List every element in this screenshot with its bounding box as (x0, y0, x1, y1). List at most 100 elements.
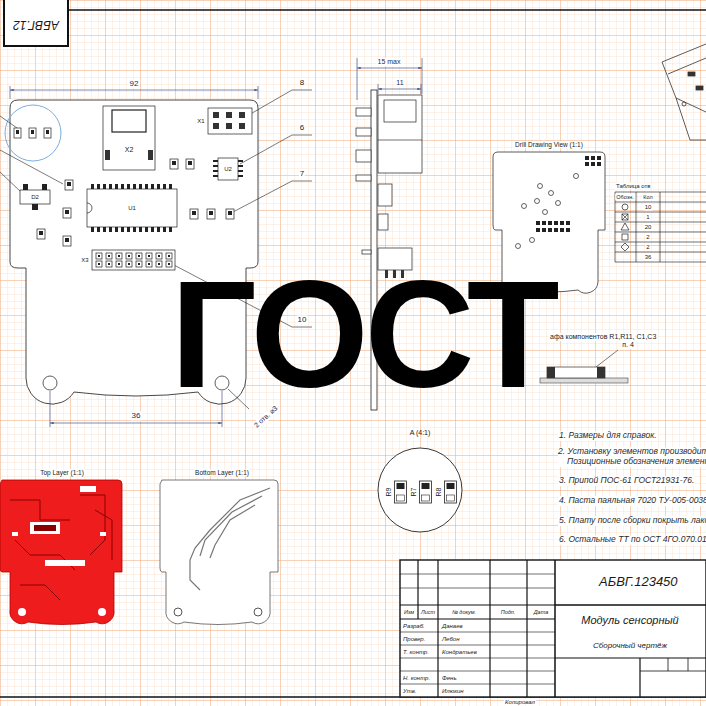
table-cell: 36 (644, 254, 653, 261)
part-name: U1 (127, 205, 137, 212)
component-outline (65, 210, 69, 214)
top-layer-view (10, 500, 70, 520)
component-outline (112, 110, 146, 132)
dimension-line (10, 90, 258, 91)
drill-symbol (549, 191, 554, 196)
drill-symbol (556, 201, 561, 206)
top-layer-view (98, 608, 106, 616)
component-outline (157, 184, 160, 189)
component-outline (23, 184, 28, 190)
part-name: X2 (124, 146, 135, 154)
drill-symbol (560, 221, 564, 225)
component-outline (118, 263, 120, 265)
drill-symbol (536, 221, 540, 225)
top-layer-view (80, 486, 96, 492)
bottom-layer-view (210, 505, 255, 558)
isometric-view (662, 44, 706, 140)
view-title: Top Layer (1:1) (39, 469, 85, 476)
bottom-layer-view (190, 560, 200, 590)
side-view (378, 140, 422, 141)
dimension-line (50, 423, 222, 424)
component-outline (133, 227, 136, 232)
component-height-view (597, 367, 605, 378)
title-block (400, 574, 555, 575)
drawing-code: АБВГ.123450 (598, 575, 679, 590)
title-block (555, 604, 706, 606)
title-block-cell: Разраб. (402, 622, 426, 629)
title-block (640, 671, 706, 672)
table-cell: 10 (644, 204, 653, 211)
component-outline (192, 211, 196, 215)
hole-table (615, 242, 706, 243)
component-outline (207, 209, 215, 219)
title-block (668, 658, 669, 671)
component-outline (133, 184, 136, 189)
component-outline (108, 255, 110, 257)
component-outline (91, 184, 94, 189)
dimension: 36 (131, 411, 142, 420)
component-outline (20, 190, 50, 204)
drill-symbol (522, 204, 527, 209)
component-outline (116, 261, 122, 267)
component-outline (103, 106, 155, 170)
top-layer-view (34, 525, 56, 531)
title-block (400, 632, 555, 633)
hole-table (615, 222, 706, 223)
component-outline (239, 112, 245, 118)
resistor-symbol: R8 (434, 478, 458, 506)
component-outline (169, 227, 172, 232)
hole-table (621, 243, 629, 251)
part-name: X3 (80, 257, 89, 264)
title-block (437, 560, 438, 697)
callout-number: 8 (299, 78, 305, 87)
top-layer-view (18, 608, 26, 616)
part-name: R8 (435, 488, 443, 497)
component-outline (226, 112, 232, 118)
component-outline (96, 253, 102, 259)
title-block-cell: Н. контр. (402, 674, 431, 681)
hole-table (622, 214, 628, 220)
bottom-layer-view (174, 608, 182, 616)
drawing-code-stamp: АБВГ.12 (12, 17, 60, 31)
view-title: афа компонентов R1,R11, C1,C3 (549, 333, 657, 341)
title-block (400, 671, 555, 672)
table-cell: 2 (645, 234, 650, 241)
component-outline (121, 184, 124, 189)
side-view (356, 150, 371, 162)
component-outline (213, 175, 218, 177)
part-name: U2 (223, 166, 233, 173)
drill-symbol (574, 174, 579, 179)
signature-name: Илюкин (441, 687, 465, 694)
title-block-cell: № докум. (451, 609, 477, 615)
dimension-line (258, 86, 259, 99)
drill-symbol (566, 221, 570, 225)
view-title: Bottom Layer (1:1) (194, 469, 250, 476)
component-outline (218, 158, 238, 180)
component-outline (97, 227, 100, 232)
table-cell: 2 (645, 244, 650, 251)
component-outline (213, 112, 219, 118)
component-outline (172, 161, 176, 165)
bottom-layer-view (160, 480, 278, 625)
title-block (688, 658, 689, 671)
component-outline (128, 263, 130, 265)
dimension-line (357, 58, 358, 100)
component-outline (29, 128, 36, 138)
component-outline (145, 184, 148, 189)
component-outline (148, 263, 150, 265)
component-outline (138, 255, 140, 257)
title-block-cell: Подп. (500, 609, 517, 615)
isometric-view (662, 44, 706, 140)
dimension: 15 max (377, 58, 402, 66)
component-outline (156, 261, 162, 267)
component-outline (151, 227, 154, 232)
isometric-view (688, 72, 695, 76)
drill-symbol (535, 199, 540, 204)
component-outline (31, 130, 34, 134)
leader-line (0, 116, 17, 128)
side-view (356, 175, 371, 181)
view-title: Drill Drawing View (1:1) (514, 141, 584, 148)
component-outline (226, 209, 234, 219)
component-outline (238, 175, 243, 177)
